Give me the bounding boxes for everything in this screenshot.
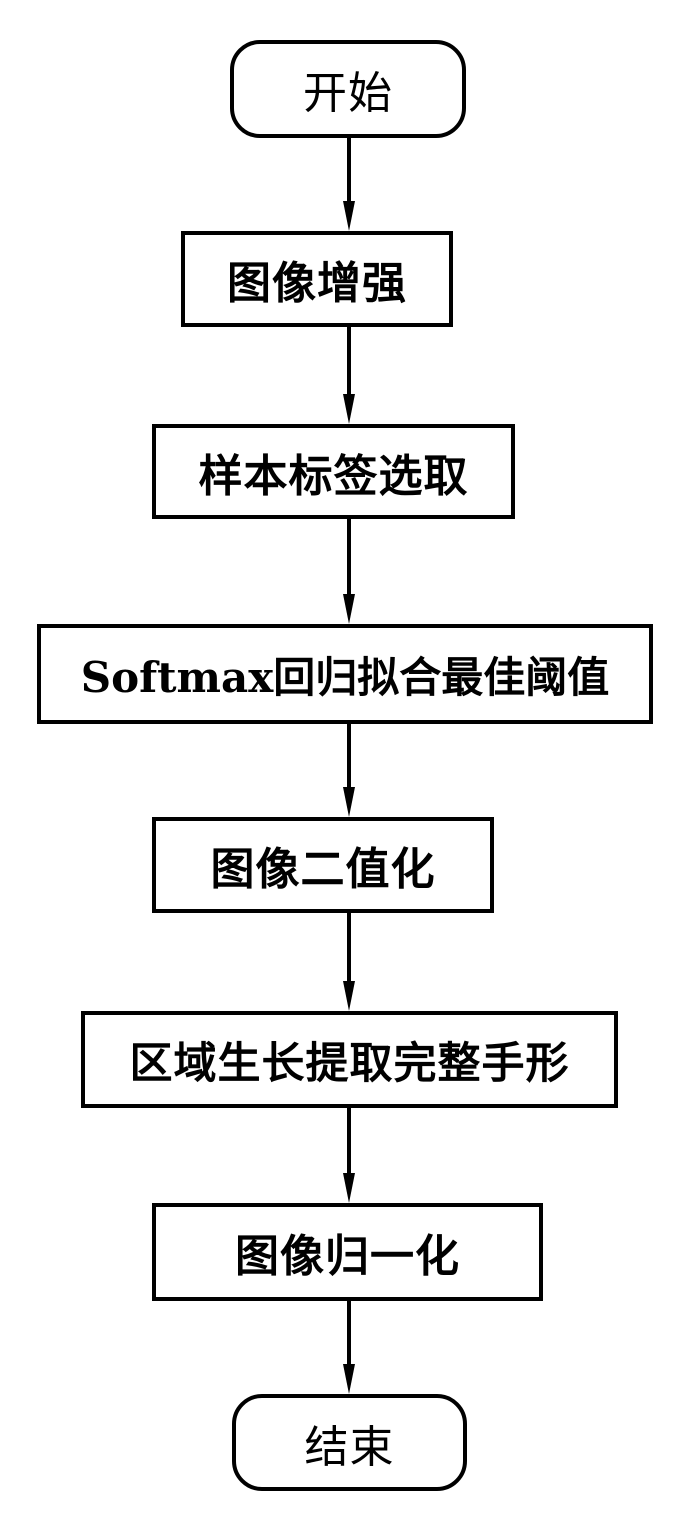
- arrow-step4-to-step5: [343, 913, 355, 1011]
- step-label: 图像增强: [227, 258, 407, 309]
- end-terminal: 结束: [232, 1394, 467, 1491]
- arrowhead-icon: [343, 201, 355, 231]
- arrow-start-to-step1: [343, 138, 355, 231]
- softmax-threshold-step: Softmax回归拟合最佳阈值: [37, 624, 653, 724]
- arrow-step2-to-step3: [343, 519, 355, 624]
- sample-label-selection-step: 样本标签选取: [152, 424, 515, 519]
- arrowhead-icon: [343, 594, 355, 624]
- start-terminal: 开始: [230, 40, 466, 138]
- arrowhead-icon: [343, 981, 355, 1011]
- image-enhancement-step: 图像增强: [181, 231, 453, 327]
- arrow-step6-to-end: [343, 1301, 355, 1394]
- start-label: 开始: [303, 68, 393, 119]
- step-label: 区域生长提取完整手形: [129, 1038, 570, 1089]
- step-label: 图像归一化: [235, 1231, 460, 1282]
- step-label: 图像二值化: [210, 844, 436, 895]
- arrowhead-icon: [343, 1173, 355, 1203]
- end-label: 结束: [304, 1421, 395, 1473]
- arrowhead-icon: [343, 1364, 355, 1394]
- arrowhead-icon: [343, 394, 355, 424]
- arrow-step1-to-step2: [343, 327, 355, 424]
- arrow-step3-to-step4: [343, 724, 355, 817]
- arrowhead-icon: [343, 787, 355, 817]
- step-label: Softmax回归拟合最佳阈值: [80, 652, 610, 702]
- step-label: 样本标签选取: [198, 450, 469, 502]
- normalization-step: 图像归一化: [152, 1203, 543, 1301]
- arrow-step5-to-step6: [343, 1108, 355, 1203]
- region-growing-step: 区域生长提取完整手形: [81, 1011, 618, 1108]
- binarization-step: 图像二值化: [152, 817, 494, 913]
